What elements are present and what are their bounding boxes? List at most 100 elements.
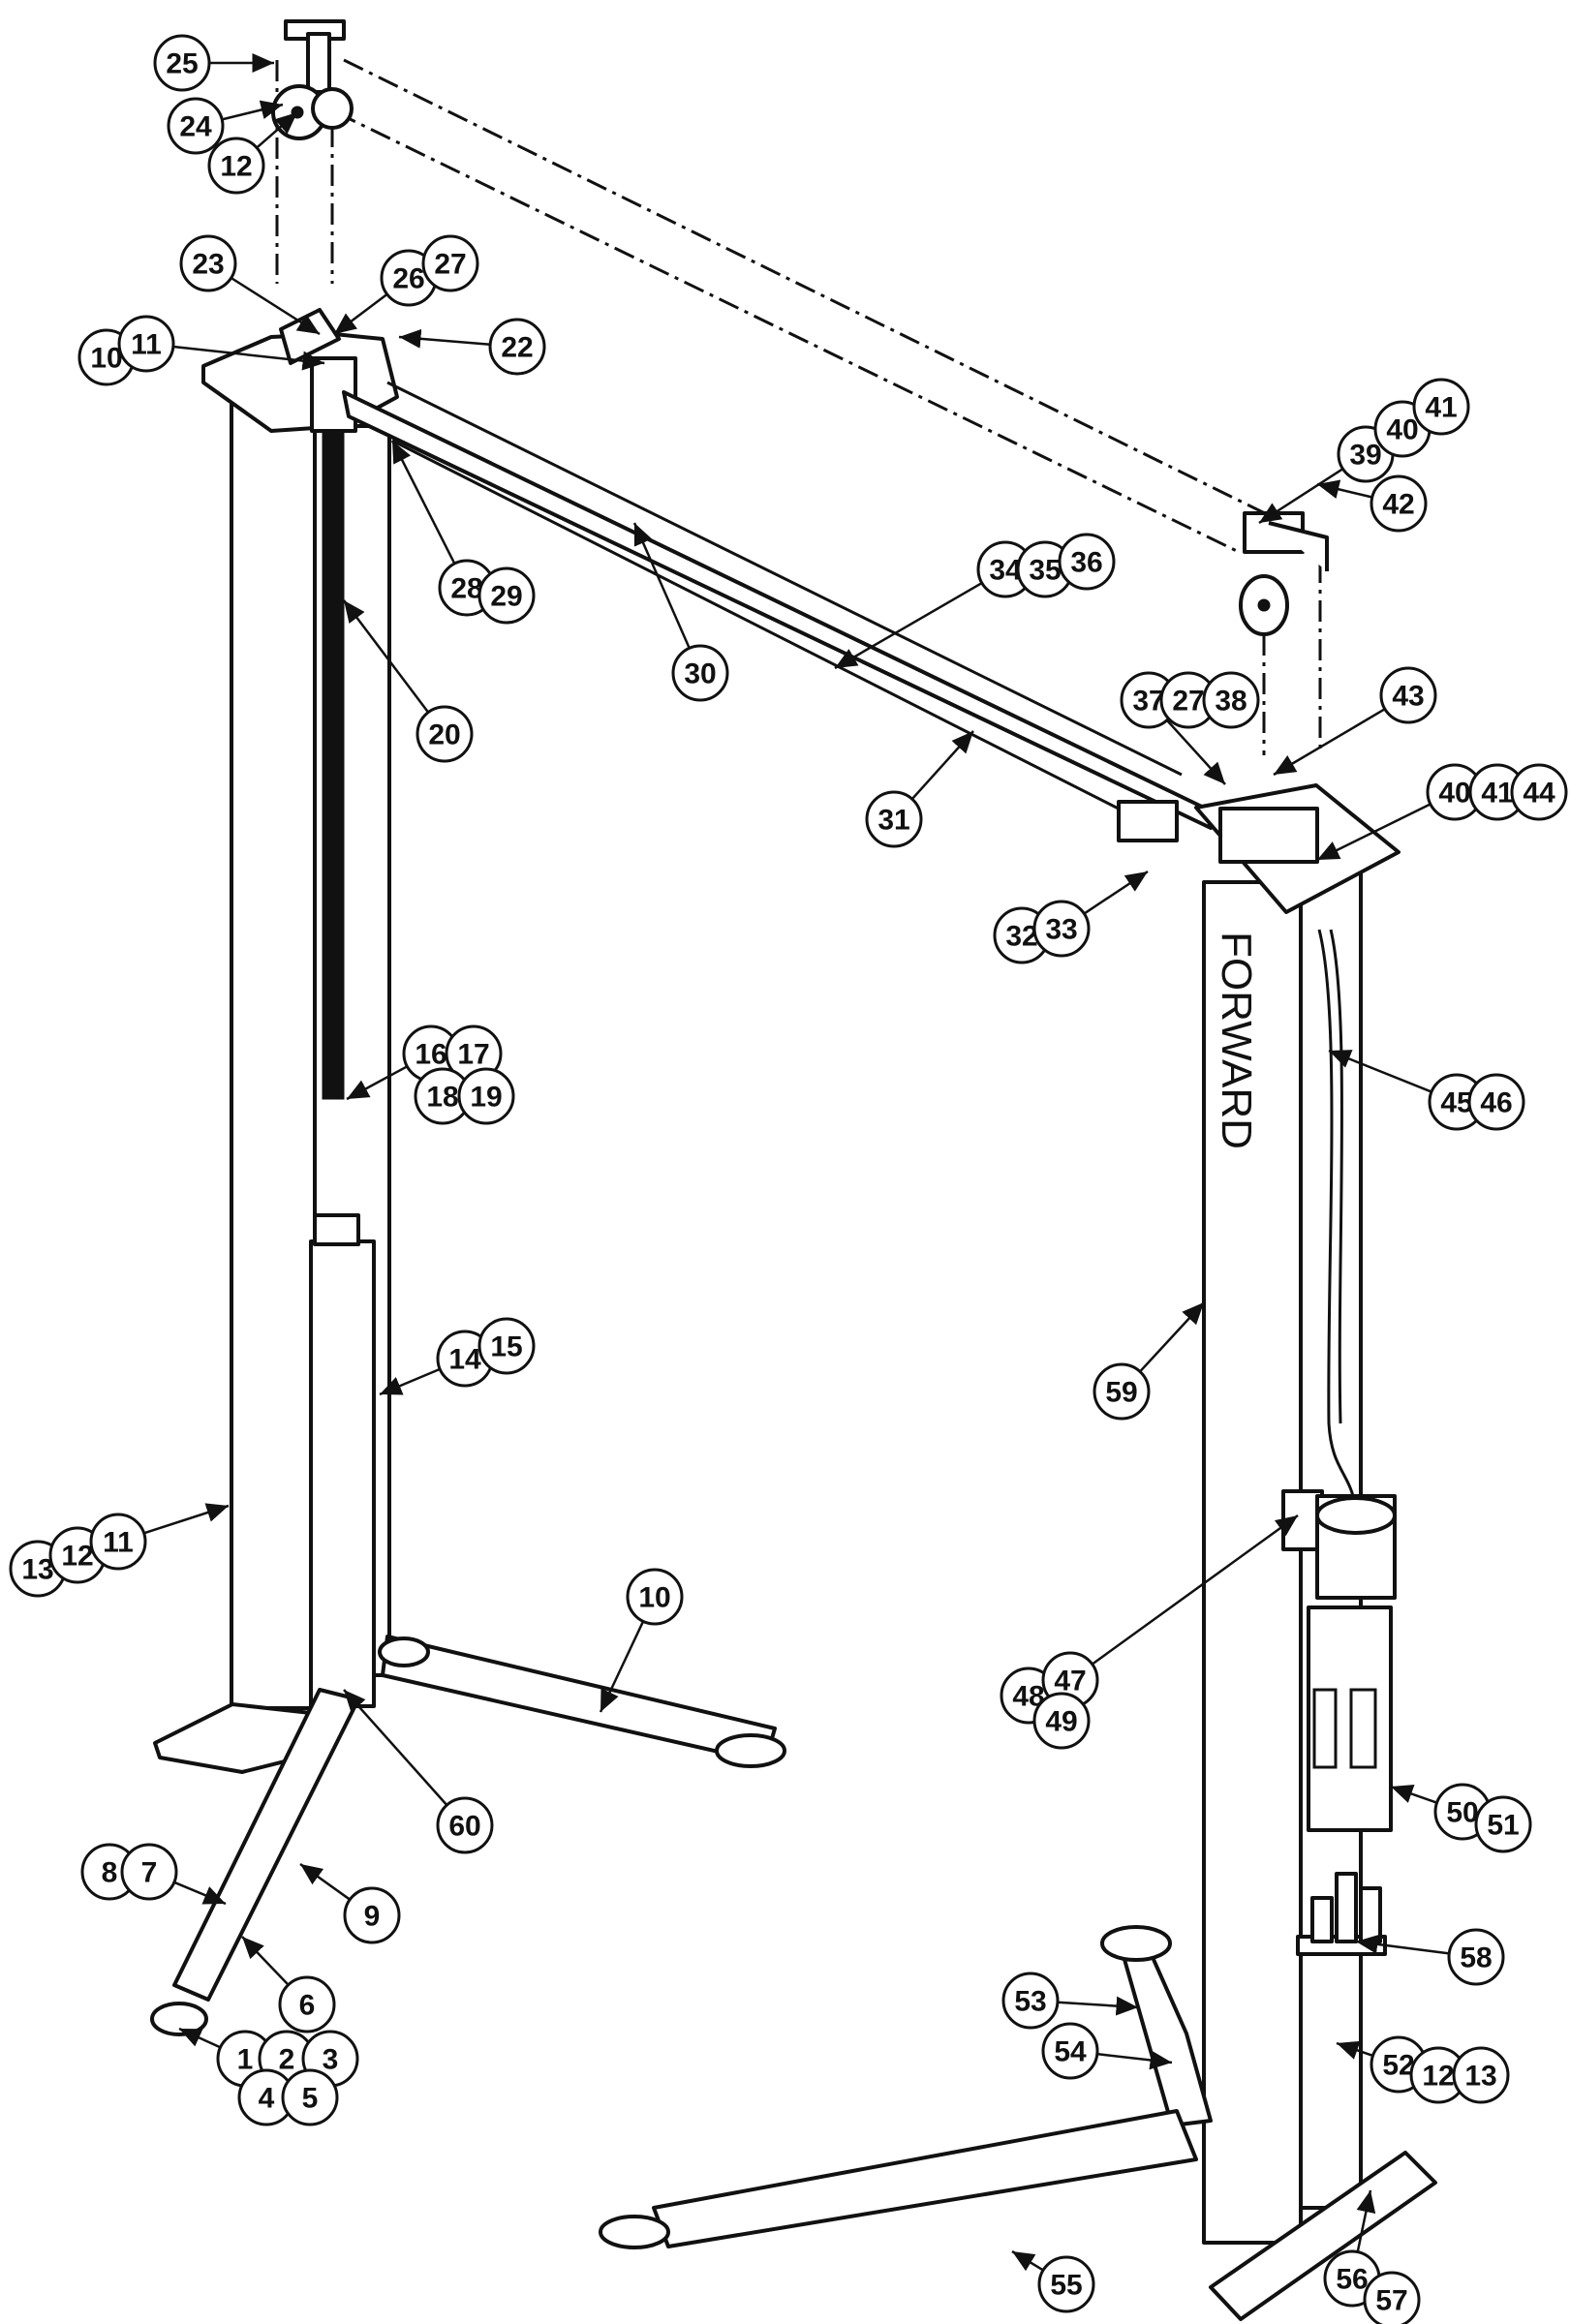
leader-line bbox=[1139, 1301, 1205, 1373]
lift-arms bbox=[150, 1635, 1437, 2321]
callout-number: 25 bbox=[166, 48, 198, 80]
callout-number: 44 bbox=[1523, 778, 1555, 810]
callout-circle bbox=[1093, 1362, 1151, 1421]
callout-circle bbox=[1032, 1692, 1091, 1750]
callout-number: 13 bbox=[21, 1554, 53, 1586]
callout-38: 38 bbox=[1202, 671, 1260, 729]
callout-circle bbox=[117, 315, 175, 373]
callout-number: 26 bbox=[392, 263, 424, 295]
callout-19: 19 bbox=[457, 1067, 515, 1125]
leader-line bbox=[1273, 708, 1386, 777]
callout-58: 58 bbox=[1355, 1928, 1505, 1986]
callout-number: 8 bbox=[102, 1857, 118, 1889]
callout-number: 12 bbox=[1422, 2061, 1454, 2093]
callout-number: 31 bbox=[877, 805, 909, 837]
leader-line bbox=[333, 292, 388, 335]
callout-number: 27 bbox=[434, 249, 466, 281]
callout-circle bbox=[477, 1317, 536, 1375]
callout-number: 35 bbox=[1029, 555, 1061, 587]
callout-46: 46 bbox=[1467, 1073, 1525, 1131]
left-overhead-sheave bbox=[271, 19, 354, 140]
callout-number: 36 bbox=[1070, 547, 1102, 579]
callout-60: 60 bbox=[343, 1689, 494, 1854]
leader-line bbox=[241, 1936, 290, 1986]
leader-line bbox=[230, 276, 321, 336]
callout-circle bbox=[1379, 666, 1437, 724]
callout-circle bbox=[1510, 763, 1568, 821]
leader-line bbox=[1316, 479, 1373, 499]
callout-42: 42 bbox=[1316, 474, 1428, 533]
callout-57: 57 bbox=[1363, 2271, 1421, 2324]
callout-circle bbox=[416, 705, 474, 763]
callout-number: 53 bbox=[1014, 1986, 1046, 2018]
callout-circle bbox=[167, 97, 225, 155]
callout-9: 9 bbox=[299, 1862, 401, 1944]
leader-line bbox=[143, 1503, 230, 1535]
callout-number: 51 bbox=[1487, 1810, 1519, 1842]
callout-number: 40 bbox=[1438, 778, 1470, 810]
leader-line bbox=[256, 111, 298, 149]
callout-13: 13 bbox=[1452, 2046, 1510, 2104]
callout-number: 19 bbox=[470, 1082, 502, 1114]
right-overhead-sheave bbox=[1239, 511, 1329, 636]
callout-37: 37 bbox=[1120, 671, 1226, 785]
callout-41: 41 bbox=[1468, 763, 1526, 821]
leader-line bbox=[1316, 803, 1431, 862]
leader-line bbox=[1096, 2050, 1173, 2070]
callout-number: 50 bbox=[1446, 1797, 1478, 1829]
callout-number: 14 bbox=[448, 1344, 481, 1376]
overhead-crossbar bbox=[342, 381, 1213, 842]
callout-27: 27 bbox=[421, 234, 479, 292]
callout-number: 17 bbox=[457, 1039, 489, 1071]
callout-number: 2 bbox=[279, 2044, 295, 2076]
callout-number: 22 bbox=[501, 332, 533, 364]
leader-line bbox=[390, 440, 456, 565]
callout-29: 29 bbox=[477, 566, 536, 625]
callout-circle bbox=[436, 1796, 494, 1854]
callout-circle bbox=[1202, 671, 1260, 729]
callout-26: 26 bbox=[333, 249, 438, 335]
callout-50: 50 bbox=[1390, 1783, 1492, 1841]
callout-36: 36 bbox=[1058, 533, 1116, 591]
callout-44: 44 bbox=[1510, 763, 1568, 821]
callout-5: 5 bbox=[281, 2068, 339, 2126]
callout-11: 11 bbox=[117, 315, 325, 373]
leader-line bbox=[1011, 2249, 1044, 2272]
leader-line bbox=[1165, 719, 1226, 785]
callout-circle bbox=[488, 318, 546, 376]
callout-circle bbox=[1001, 1972, 1060, 2030]
power-unit bbox=[1281, 1489, 1397, 1832]
callout-number: 23 bbox=[192, 249, 224, 281]
callout-33: 33 bbox=[1032, 870, 1149, 958]
callout-24: 24 bbox=[167, 97, 284, 155]
leader-line bbox=[1057, 1996, 1139, 2016]
callout-number: 60 bbox=[448, 1811, 480, 1843]
callout-34: 34 bbox=[834, 540, 1034, 670]
leader-line bbox=[173, 1881, 227, 1906]
callout-number: 1 bbox=[237, 2044, 254, 2076]
callout-number: 7 bbox=[141, 1857, 158, 1889]
callout-49: 49 bbox=[1032, 1692, 1091, 1750]
callout-23: 23 bbox=[179, 234, 321, 336]
callout-number: 39 bbox=[1349, 440, 1381, 472]
callout-31: 31 bbox=[865, 730, 974, 848]
leader-line bbox=[1336, 2040, 1373, 2060]
leader-line bbox=[632, 522, 691, 649]
callout-8: 8 bbox=[80, 1843, 139, 1901]
leader-line bbox=[1083, 870, 1149, 915]
callout-number: 32 bbox=[1005, 921, 1037, 953]
callout-circle bbox=[343, 1886, 401, 1944]
callout-circle bbox=[120, 1843, 178, 1901]
overhead-cable-path bbox=[275, 58, 1322, 755]
callout-22: 22 bbox=[398, 318, 546, 376]
leader-line bbox=[346, 1065, 408, 1101]
callout-number: 16 bbox=[415, 1039, 446, 1071]
callout-number: 54 bbox=[1054, 2036, 1087, 2068]
leader-line bbox=[178, 2027, 222, 2049]
callout-number: 18 bbox=[426, 1082, 458, 1114]
callout-number: 10 bbox=[638, 1582, 670, 1614]
leader-line bbox=[1258, 468, 1344, 525]
callout-16: 16 bbox=[346, 1024, 460, 1101]
callout-number: 5 bbox=[302, 2083, 319, 2115]
